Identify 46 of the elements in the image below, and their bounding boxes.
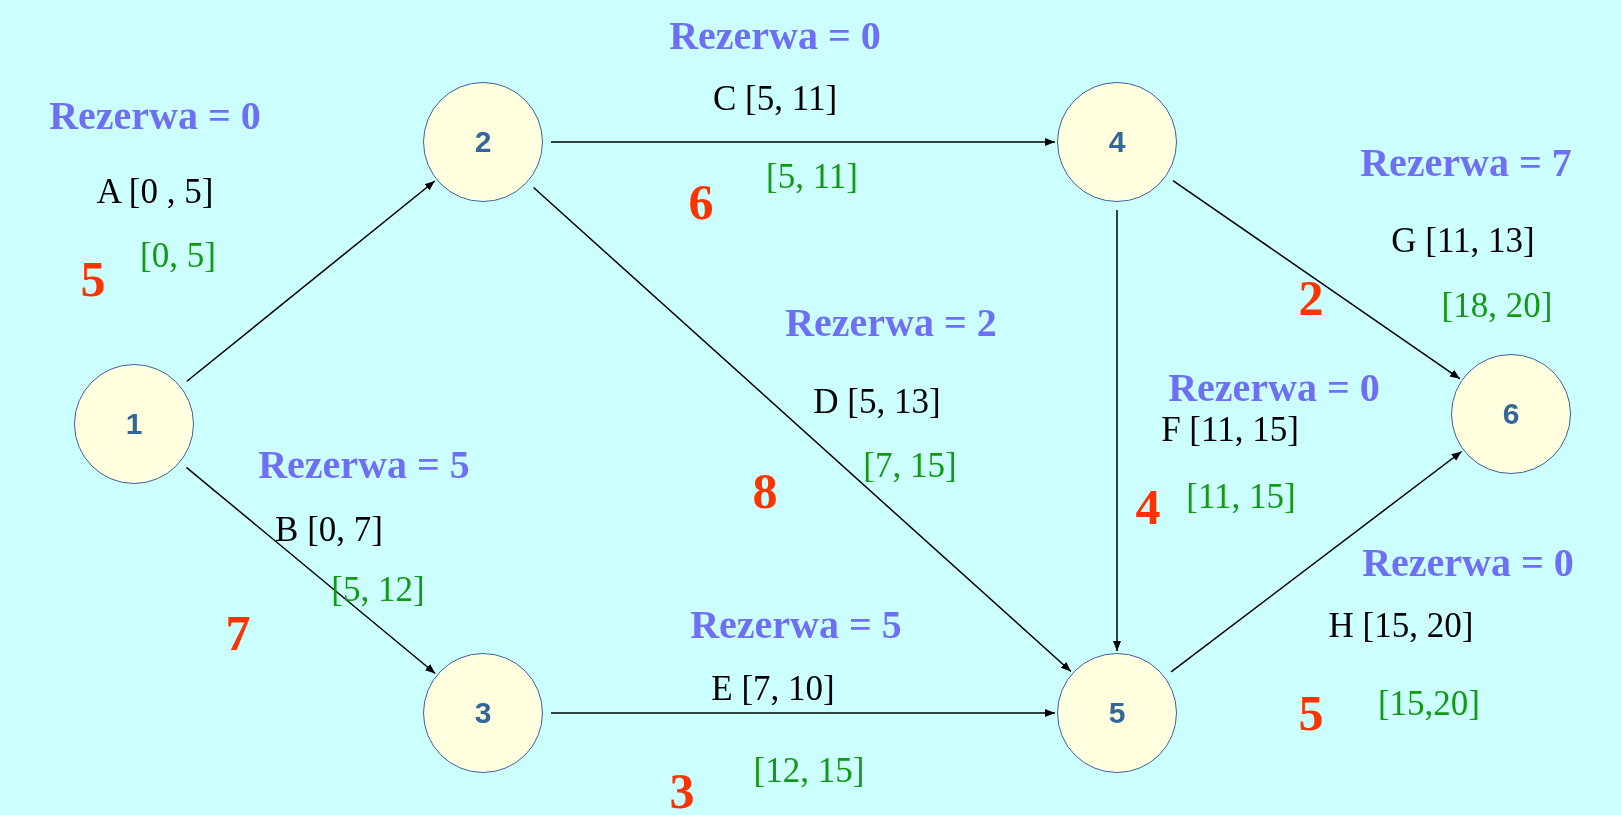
duration-number: 5 [1298, 688, 1324, 738]
activity-label: D [5, 13] [813, 383, 941, 419]
arrow [532, 186, 1072, 673]
arrow [185, 466, 436, 675]
activity-label: B [0, 7] [275, 511, 383, 547]
slack-label: Rezerwa = 2 [785, 303, 997, 343]
activity-label: C [5, 11] [712, 80, 838, 116]
event-number: 5 [1108, 696, 1126, 730]
duration-number: 7 [225, 608, 251, 658]
latest-times-label: [0, 5] [140, 237, 216, 273]
slack-label: Rezerwa = 5 [258, 445, 470, 485]
arrow [550, 709, 1056, 717]
duration-number: 3 [669, 766, 695, 815]
activity-label: H [15, 20] [1328, 607, 1474, 643]
duration-number: 8 [752, 466, 778, 516]
event-number: 1 [125, 407, 143, 441]
latest-times-label: [15,20] [1377, 685, 1481, 721]
slack-label: Rezerwa = 0 [669, 16, 881, 56]
arrow [1172, 179, 1461, 380]
activity-label: E [7, 10] [711, 670, 835, 706]
duration-number: 2 [1298, 273, 1324, 323]
event-number: 6 [1502, 397, 1520, 431]
event-number: 2 [474, 125, 492, 159]
arrow [1113, 209, 1121, 652]
arrow [186, 180, 436, 382]
activity-label: G [11, 13] [1391, 222, 1535, 258]
slack-label: Rezerwa = 7 [1360, 143, 1572, 183]
slack-label: Rezerwa = 5 [690, 605, 902, 645]
latest-times-label: [11, 15] [1186, 478, 1296, 514]
latest-times-label: [5, 12] [331, 571, 425, 607]
duration-number: 5 [80, 254, 106, 304]
slack-label: Rezerwa = 0 [1362, 543, 1574, 583]
duration-number: 6 [688, 177, 714, 227]
activity-label: F [11, 15] [1161, 411, 1299, 447]
event-number: 4 [1108, 125, 1126, 159]
slack-label: Rezerwa = 0 [1168, 368, 1380, 408]
arrow [1170, 450, 1463, 673]
latest-times-label: [18, 20] [1441, 287, 1553, 323]
latest-times-label: [7, 15] [863, 447, 957, 483]
latest-times-label: [5, 11] [766, 158, 858, 194]
latest-times-label: [12, 15] [753, 752, 865, 788]
event-number: 3 [474, 696, 492, 730]
activity-label: A [0 , 5] [96, 173, 214, 209]
slack-label: Rezerwa = 0 [49, 96, 261, 136]
arrow [550, 138, 1056, 146]
duration-number: 4 [1135, 482, 1161, 532]
